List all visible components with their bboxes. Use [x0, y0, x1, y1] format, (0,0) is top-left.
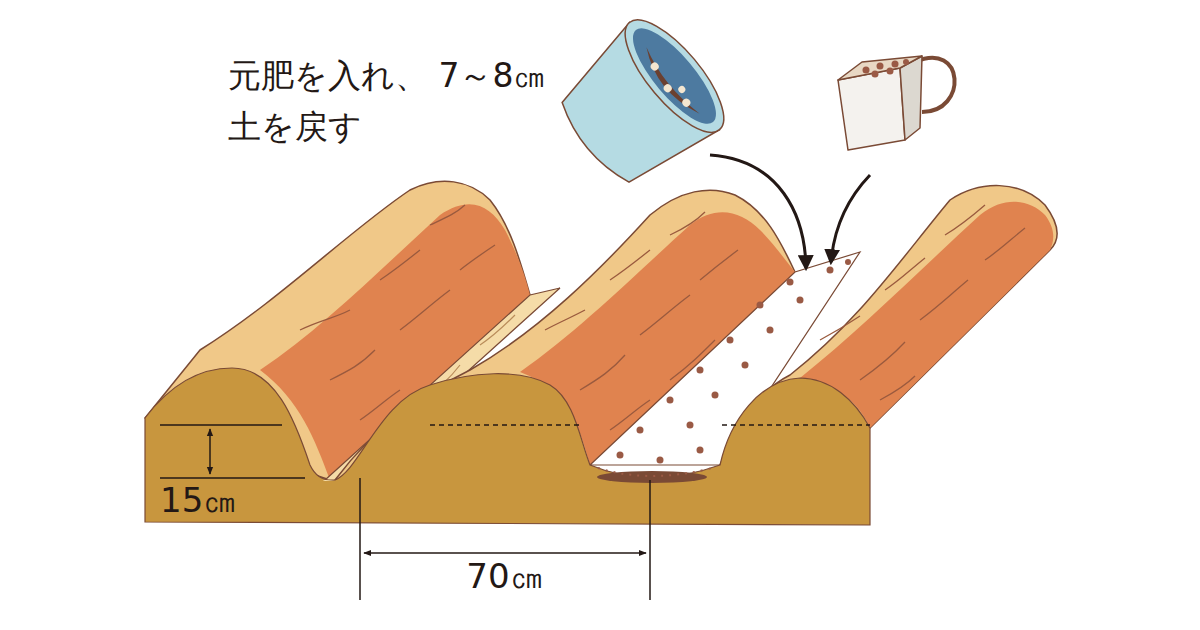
compost-grain — [649, 61, 660, 72]
compost-bucket — [543, 6, 739, 203]
compost — [638, 47, 701, 120]
dimension-arrow — [364, 552, 646, 554]
fertilizer-dot — [827, 267, 834, 274]
compost-grain — [677, 85, 687, 95]
fertilizer-dot — [845, 259, 851, 265]
soil-cross-section — [145, 368, 870, 525]
fertilizer-dot — [787, 279, 794, 286]
bucket-inside — [621, 17, 729, 135]
fertilizer-dot — [797, 297, 804, 304]
fertilizer-scoop — [838, 56, 955, 150]
dimension-extension-line — [160, 425, 305, 478]
fertilizer-dot — [667, 397, 674, 404]
dimension-arrow — [209, 429, 211, 474]
fertilizer-grain — [863, 67, 870, 74]
fertilizer-dot — [757, 302, 764, 309]
compost-grain — [662, 83, 673, 94]
fertilizer-grain — [877, 63, 884, 70]
fertilizer-dot — [657, 457, 664, 464]
fertilizer-grain — [872, 71, 879, 78]
fertilizer-dot — [697, 367, 704, 374]
bucket-rim — [610, 6, 740, 147]
instruction-note: 元肥を入れ、 7～8㎝土を戻す — [228, 50, 548, 152]
fertilizer-dot — [767, 327, 774, 334]
fertilizer-dot — [742, 362, 749, 369]
fertilizer-grain — [887, 68, 894, 75]
scoop-front — [838, 68, 905, 150]
scoop-side — [900, 56, 922, 140]
fertilizer-layer — [598, 468, 712, 476]
dimension-label: 70㎝ — [440, 556, 570, 597]
soil-level-line — [430, 424, 870, 426]
fertilizer-dot — [712, 392, 719, 399]
compost-grain — [681, 97, 692, 108]
pour-arrow — [710, 155, 806, 268]
fertilizer-dot — [617, 452, 624, 459]
soil-texture — [820, 205, 1025, 400]
furrow-bottom — [323, 480, 335, 481]
fertilizer-dot — [637, 427, 644, 434]
scoop-opening — [838, 56, 922, 80]
dimension-extension-line — [360, 478, 650, 600]
fertilizer-dot — [687, 422, 694, 429]
fertilizer-dot — [727, 337, 734, 344]
fertilizer-grain — [892, 61, 899, 68]
pour-arrow — [831, 175, 870, 262]
fertilizer-dot — [697, 447, 704, 454]
dimension-label: 15㎝ — [160, 480, 280, 521]
fertilizer-grain — [903, 59, 909, 65]
